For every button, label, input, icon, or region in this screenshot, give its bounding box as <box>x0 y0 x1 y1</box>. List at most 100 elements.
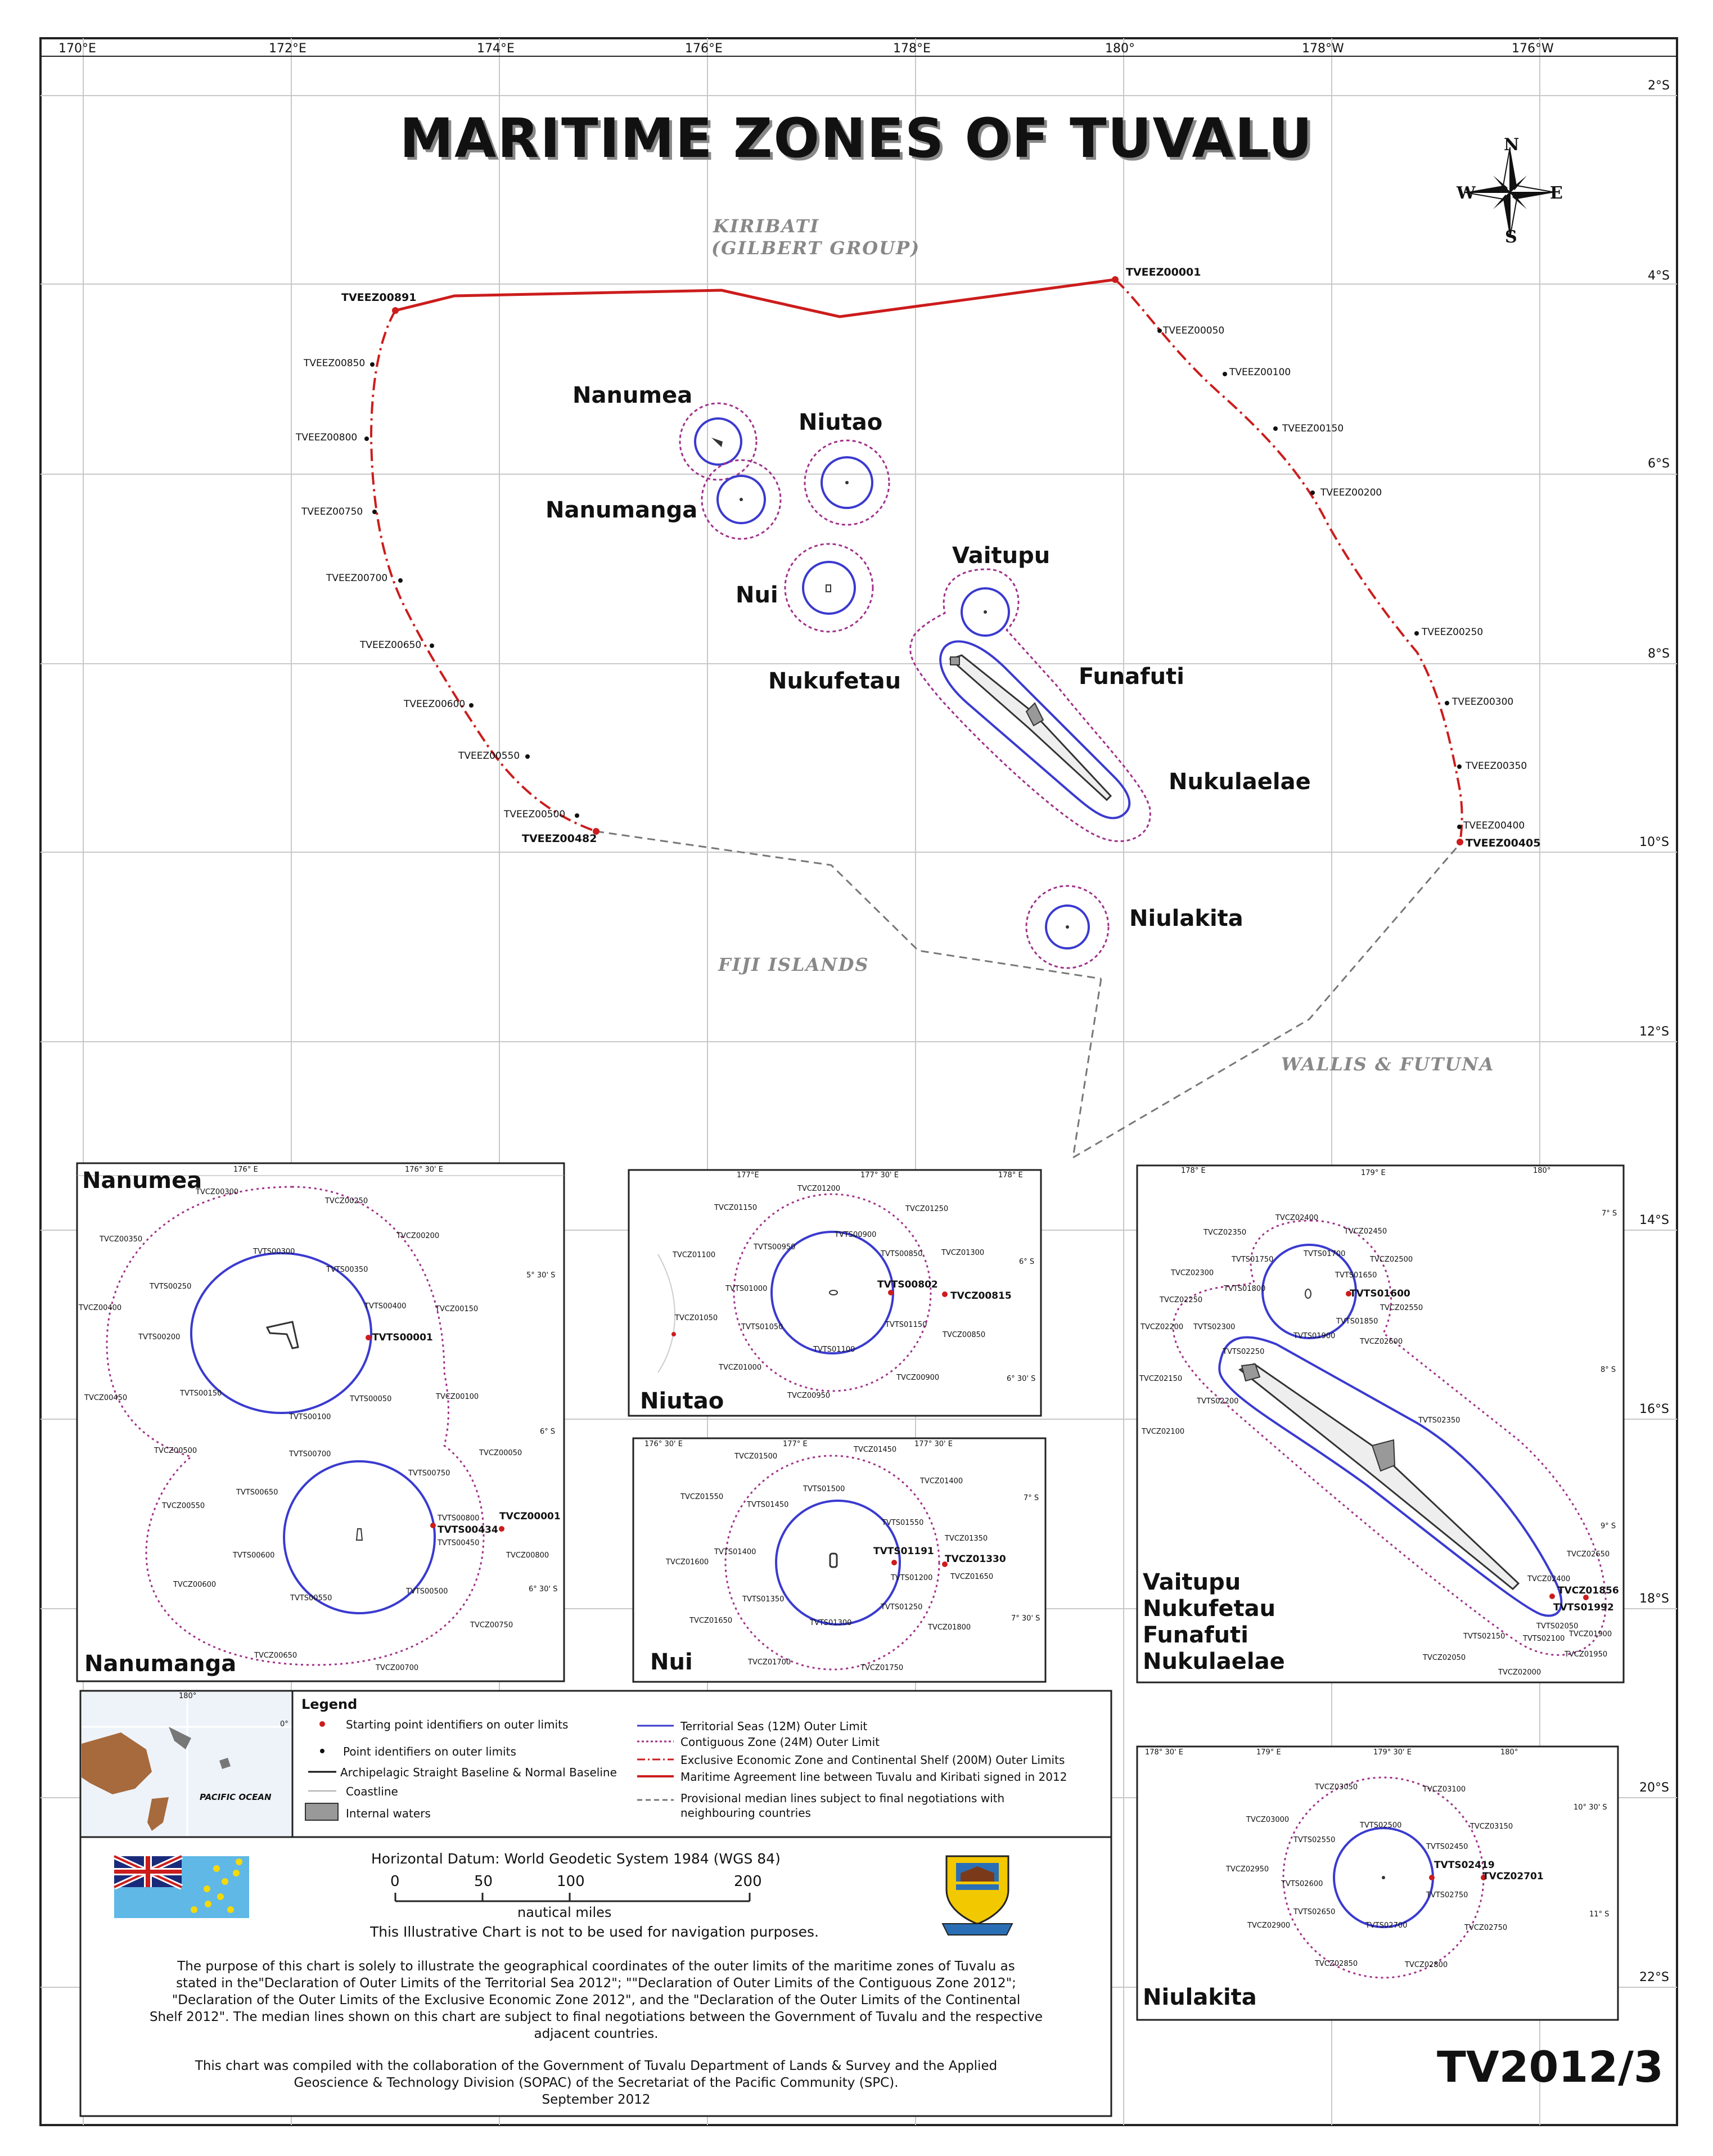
datum-text: Horizontal Datum: World Geodetic System … <box>371 1851 781 1867</box>
inset-coord: 5° 30' S <box>526 1271 556 1280</box>
inset-point-label: TVTS02750 <box>1426 1891 1468 1900</box>
inset-point-label: TVCZ00400 <box>79 1304 122 1312</box>
inset-point-label: TVCZ02500 <box>1370 1255 1413 1264</box>
coat-of-arms-icon <box>941 1855 1013 1936</box>
inset-point-label: TVCZ02450 <box>1344 1227 1387 1236</box>
inset-nui-title: Nui <box>650 1649 693 1675</box>
inset-point-label: TVCZ00950 <box>787 1392 831 1400</box>
niutao-zones <box>804 439 890 526</box>
inset-coord: 176° 30' E <box>405 1165 443 1174</box>
inset-point-label: TVTS01800 <box>1224 1285 1266 1293</box>
inset-point-label: TVCZ01900 <box>1569 1630 1612 1639</box>
inset-coord: 179° E <box>1361 1169 1386 1177</box>
inset-coord: 11° S <box>1589 1910 1610 1919</box>
inset-point-label: TVCZ02300 <box>1171 1269 1214 1277</box>
eez-point-label: TVEEZ00850 <box>304 358 366 369</box>
legend-title: Legend <box>301 1696 358 1712</box>
inset-point-label: TVCZ02250 <box>1160 1296 1203 1304</box>
eez-point-label: TVEEZ00891 <box>341 291 417 304</box>
inset-point-label: TVCZ03000 <box>1246 1816 1290 1824</box>
inset-point-label: TVTS00800 <box>438 1514 480 1523</box>
inset-point-label: TVCZ02400 <box>1275 1214 1319 1222</box>
inset-point-label: TVCZ01000 <box>719 1363 762 1372</box>
eez-limit-west <box>369 309 597 832</box>
inset-point-label: TVTS01200 <box>891 1574 933 1582</box>
eez-point-label: TVEEZ00700 <box>326 573 388 584</box>
inset-coord: 7° 30' S <box>1011 1614 1040 1623</box>
purpose-line: adjacent countries. <box>534 2027 659 2041</box>
lat-label: 6°S <box>1648 457 1670 471</box>
inset-point-label: TVCZ01330 <box>945 1554 1006 1565</box>
inset-coord: 6° S <box>1019 1258 1035 1266</box>
island-nukufetau: Nukufetau <box>768 668 901 694</box>
compass-s: S <box>1505 227 1517 247</box>
lat-label: 10°S <box>1639 835 1669 849</box>
inset-vaitupu-title-1: Vaitupu <box>1143 1569 1241 1595</box>
locator-lon-label: 180° <box>179 1692 197 1700</box>
chart-border <box>39 37 1678 2126</box>
lat-label: 16°S <box>1639 1402 1669 1416</box>
lon-label: 176°E <box>685 42 723 56</box>
inset-point-label: TVTS01650 <box>1335 1271 1377 1280</box>
inset-point-label: TVTS02050 <box>1536 1622 1579 1631</box>
inset-point-label: TVCZ01200 <box>797 1185 841 1193</box>
purpose-line: The purpose of this chart is solely to i… <box>177 1959 1015 1974</box>
inset-point-label: TVTS01600 <box>1350 1288 1410 1299</box>
inset-point-label: TVCZ03150 <box>1470 1822 1513 1831</box>
median-line-wallis <box>1072 843 1461 1159</box>
inset-coord: 178° E <box>1181 1167 1206 1175</box>
inset-niutao-frame <box>628 1169 1042 1417</box>
inset-vaitupu-title-4: Nukulaelae <box>1143 1649 1285 1675</box>
inset-coord: 177° E <box>783 1440 808 1448</box>
inset-point-label: TVCZ00850 <box>943 1331 986 1339</box>
inset-point-label: TVTS01550 <box>882 1519 924 1527</box>
niulakita-zones <box>1025 885 1110 969</box>
lat-label: 20°S <box>1639 1781 1669 1795</box>
legend-coastline: Coastline <box>346 1785 398 1798</box>
inset-point-label: TVCZ01450 <box>854 1446 897 1454</box>
legend-baseline: Archipelagic Straight Baseline & Normal … <box>340 1766 617 1779</box>
inset-coord: 6° 30' S <box>1007 1375 1036 1383</box>
inset-coord: 180° <box>1533 1167 1551 1175</box>
eez-point-label: TVEEZ00500 <box>504 809 566 820</box>
eez-point-label: TVEEZ00650 <box>360 640 422 651</box>
locator-lat-label: 0° <box>280 1720 288 1729</box>
eez-point-label: TVEEZ00150 <box>1282 423 1344 434</box>
inset-point-label: TVCZ00100 <box>436 1393 479 1401</box>
lat-label: 14°S <box>1639 1213 1669 1227</box>
inset-point-label: TVCZ02850 <box>1315 1960 1358 1968</box>
legend-internal-waters: Internal waters <box>346 1807 431 1820</box>
nui-zones <box>784 543 874 633</box>
legend-starting-points: Starting point identifiers on outer limi… <box>346 1718 569 1731</box>
inset-point-label: TVCZ02600 <box>1360 1338 1403 1346</box>
compass-rose-icon <box>1464 147 1556 238</box>
inset-point-label: TVCZ02150 <box>1139 1375 1183 1383</box>
eez-point-label: TVEEZ00750 <box>301 506 363 517</box>
inset-point-label: TVTS01250 <box>881 1603 923 1612</box>
inset-point-label: TVCZ02100 <box>1142 1428 1185 1436</box>
inset-point-label: TVTS02150 <box>1463 1632 1505 1641</box>
inset-coord: 176° 30' E <box>644 1440 683 1448</box>
eez-point-label: TVEEZ00050 <box>1163 325 1225 336</box>
island-nanumanga: Nanumanga <box>546 497 698 523</box>
inset-point-label: TVTS02100 <box>1523 1635 1565 1643</box>
inset-point-label: TVTS01992 <box>1553 1602 1614 1613</box>
inset-point-label: TVTS00500 <box>406 1587 448 1596</box>
inset-point-label: TVTS00150 <box>180 1389 222 1398</box>
inset-point-label: TVTS00700 <box>289 1450 331 1459</box>
inset-niutao-title: Niutao <box>640 1388 724 1414</box>
lat-label: 22°S <box>1639 1970 1669 1984</box>
inset-coord: 8° S <box>1601 1366 1616 1374</box>
lon-label: 178°W <box>1302 42 1344 56</box>
inset-point-label: TVTS02500 <box>1360 1821 1402 1830</box>
locator-pacific-label: PACIFIC OCEAN <box>200 1792 272 1802</box>
inset-coord: 177° 30' E <box>914 1440 953 1448</box>
lat-label: 8°S <box>1648 647 1670 661</box>
inset-point-label: TVTS00900 <box>835 1231 877 1239</box>
lon-label: 172°E <box>269 42 306 56</box>
notes-frame <box>79 1836 1112 2117</box>
island-nukulaelae: Nukulaelae <box>1169 769 1311 795</box>
inset-point-label: TVCZ01050 <box>675 1314 718 1322</box>
scale-tick-200: 200 <box>734 1873 762 1890</box>
